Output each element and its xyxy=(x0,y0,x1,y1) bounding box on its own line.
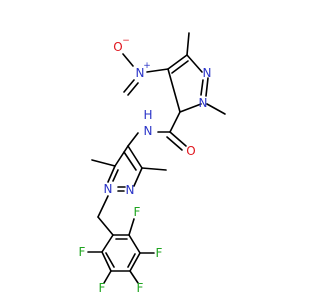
amide-n-label: N xyxy=(144,124,153,138)
ring2-n2-label: N xyxy=(126,183,135,197)
amide-linkage xyxy=(127,111,187,151)
fluorine-label-2: F xyxy=(156,246,163,260)
pyrazole-ring-top xyxy=(167,32,226,115)
fluorine-label-3: F xyxy=(137,281,144,295)
pyrazole-ring-middle xyxy=(91,145,167,218)
atom-labels: N + O − O N N N H O N N F F F F F xyxy=(79,36,212,295)
nitro-n-label: N xyxy=(136,66,145,80)
pentafluorophenyl-ring xyxy=(87,216,155,284)
amide-o-label: O xyxy=(186,144,195,158)
amide-h-label: H xyxy=(143,108,152,122)
fluorine-label-5: F xyxy=(79,245,86,259)
nitro-o-top-label: O xyxy=(113,40,122,54)
nitro-group xyxy=(122,53,169,96)
nitro-charge-plus: + xyxy=(143,61,151,71)
ring1-n2-label: N xyxy=(203,66,212,80)
ring2-n1-label: N xyxy=(104,182,113,196)
nitro-charge-minus: − xyxy=(122,36,130,46)
fluorine-label-1: F xyxy=(134,205,141,219)
ring1-n1-label: N xyxy=(199,96,208,110)
fluorine-label-4: F xyxy=(99,281,106,295)
molecule-structure-diagram: N + O − O N N N H O N N F F F F F xyxy=(79,32,226,295)
